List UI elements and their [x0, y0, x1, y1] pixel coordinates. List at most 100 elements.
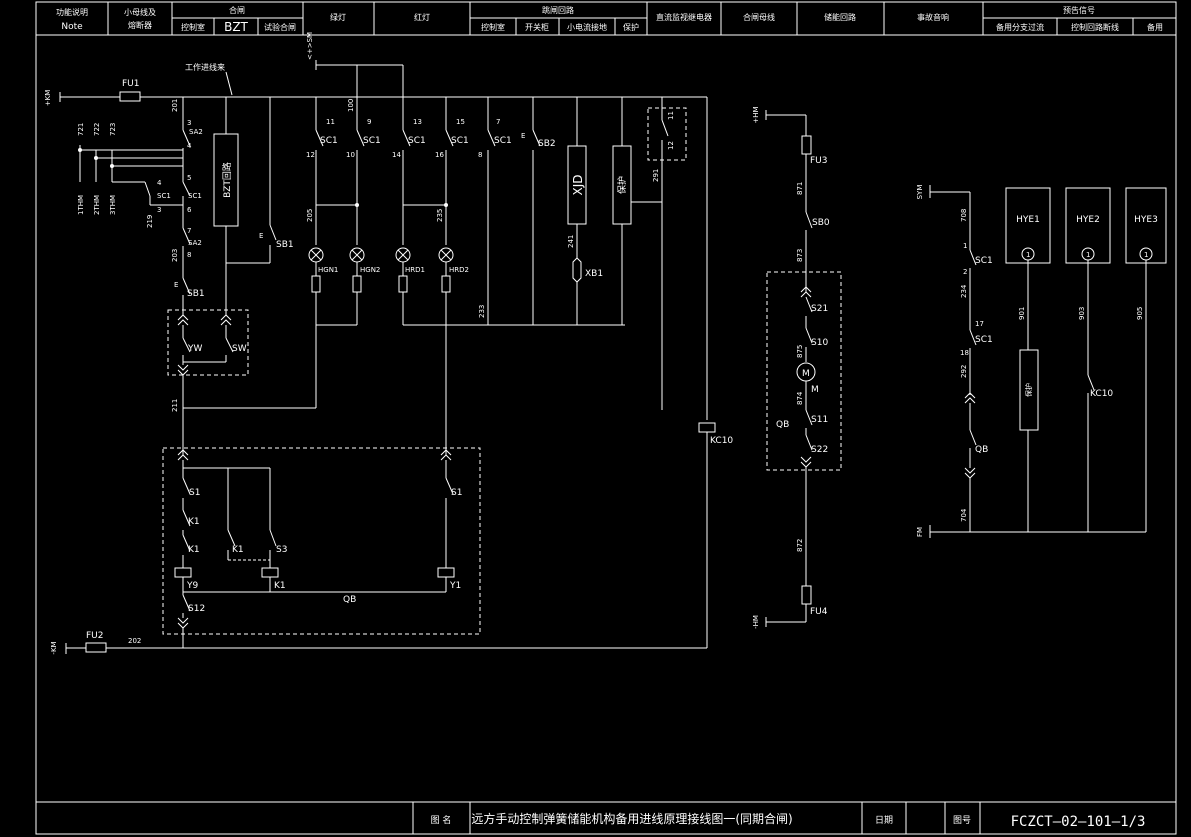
node-872: 872 [796, 539, 804, 552]
node-721: 721 [77, 123, 85, 136]
hdr-close: 合闸 [229, 5, 245, 15]
motor-m-inner: M [802, 369, 810, 379]
lamp-hgn1 [308, 247, 324, 263]
node-291: 291 [652, 169, 660, 182]
sc1-left-label: SC1 [157, 192, 171, 200]
sc1-r2-c15: 15 [456, 118, 465, 126]
sm-label: <+>SM [306, 32, 314, 60]
hdr-trip-small-cap: 小电流接地 [567, 22, 607, 32]
node-205: 205 [306, 209, 314, 222]
signal-circuit: SYM 708 SC1 1 2 234 SC1 17 18 292 QB 704… [916, 185, 1167, 538]
sc1-sig1-c1: 1 [963, 242, 967, 250]
kc10-label: KC10 [710, 436, 733, 446]
node-874: 874 [796, 391, 804, 405]
signal-lights: <+>SM 100 205 235 SC1 11 12 SC1 9 10 SC1… [306, 32, 625, 455]
sb0-label: SB0 [812, 218, 830, 228]
sa2-top-c4: 4 [187, 142, 192, 150]
qb-box [162, 447, 481, 635]
fu3-label: FU3 [810, 156, 828, 166]
hrd1-label: HRD1 [405, 266, 425, 274]
node-903: 903 [1078, 307, 1086, 320]
sym-label: SYM [916, 185, 924, 200]
hdr-small-bus: 小母线及 [124, 7, 156, 17]
sc1-g2-c10: 10 [346, 151, 355, 159]
node-233: 233 [478, 305, 486, 318]
hdr-energy-circuit: 储能回路 [824, 12, 856, 22]
sc1-left-c4: 4 [157, 179, 162, 187]
sc1-r1-c13: 13 [413, 118, 422, 126]
sc1-sig2-label: SC1 [975, 335, 993, 345]
node-723: 723 [109, 123, 117, 136]
node-201: 201 [171, 99, 179, 112]
sc1-c6: 6 [187, 206, 192, 214]
sc1-r2-label: SC1 [451, 136, 469, 146]
hye3-label: HYE3 [1134, 215, 1158, 225]
lamp-hrd2 [438, 247, 454, 263]
sa2-bot-label: SA2 [188, 239, 202, 247]
qb-sig-label: QB [975, 445, 988, 455]
fuse-fu2 [85, 642, 107, 653]
qb-energy-box [766, 271, 842, 471]
sc1-r2-c16: 16 [435, 151, 444, 159]
drawing-frame [35, 1, 1177, 835]
node-873: 873 [796, 249, 804, 262]
coil-y9 [174, 567, 192, 578]
fu1-label: FU1 [122, 79, 140, 89]
kc10-sig-label: KC10 [1090, 389, 1113, 399]
node-901: 901 [1018, 307, 1026, 320]
sa2-top-c3: 3 [187, 119, 191, 127]
hm-pos-label: +HM [752, 106, 760, 123]
node-234: 234 [960, 284, 968, 298]
qb-energy-label: QB [776, 420, 789, 430]
node-875: 875 [796, 345, 804, 358]
contact-11-12-box [647, 107, 687, 161]
sc1-sig2-c18: 18 [960, 349, 969, 357]
sc1-g1-c11: 11 [326, 118, 335, 126]
node-100: 100 [347, 99, 355, 112]
drawing-name: 远方手动控制弹簧储能机构备用进线原理接线图一(同期合闸) [471, 811, 792, 826]
sc1-trip-c7: 7 [496, 118, 500, 126]
hdr-dc-monitor: 直流监视继电器 [656, 12, 712, 22]
node-219: 219 [146, 215, 154, 228]
bzt-box-label: BZT回路 [221, 162, 233, 198]
xb1-label: XB1 [585, 269, 603, 279]
sb1-lower-label: SB1 [187, 289, 205, 299]
protection-label: 保护 [616, 176, 628, 194]
node-722: 722 [93, 123, 101, 136]
hdr-trip-control-room: 控制室 [481, 22, 505, 32]
node-708: 708 [960, 209, 968, 222]
node-292: 292 [960, 365, 968, 378]
thm2-label: 2THM [93, 195, 101, 215]
drawing-name-label: 图 名 [431, 814, 452, 826]
contact-c11: 11 [667, 111, 675, 120]
sc1-c5: 5 [187, 174, 191, 182]
km-pos-label: +KM [44, 90, 52, 107]
node-704: 704 [960, 508, 968, 522]
node-241: 241 [567, 235, 575, 248]
fuse-fu1 [119, 91, 141, 102]
node-905: 905 [1136, 307, 1144, 320]
sc1-g2-label: SC1 [363, 136, 381, 146]
y9-label: Y9 [186, 581, 198, 591]
sc1-sig1-label: SC1 [975, 256, 993, 266]
control-circuit: +KM FU1 工作进线来 201 SA2 3 4 721 722 723 1T… [44, 62, 707, 455]
fuse-fu4 [801, 585, 812, 605]
sc1-sig2-c17: 17 [975, 320, 984, 328]
xjd-label: XJD [571, 175, 585, 196]
hdr-test-close: 试验合闸 [264, 22, 296, 32]
node-235: 235 [436, 209, 444, 222]
sb1-e-upper: E [259, 232, 263, 240]
qb-s1-left: S1 [189, 488, 200, 498]
sa2-c8: 8 [187, 251, 191, 259]
hm-neg-label: -HM [752, 615, 760, 629]
fu4-label: FU4 [810, 607, 828, 617]
hdr-control-room: 控制室 [181, 22, 205, 32]
title-block: 图 名 远方手动控制弹簧储能机构备用进线原理接线图一(同期合闸) 日期 图号 F… [412, 802, 1145, 834]
lamp-hrd1 [395, 247, 411, 263]
s21-label: S21 [811, 304, 828, 314]
work-pull-label: 工作进线来 [185, 62, 225, 72]
fuse-fu3 [801, 135, 812, 155]
sb1-upper-label: SB1 [276, 240, 294, 250]
qb-label: QB [343, 595, 356, 605]
